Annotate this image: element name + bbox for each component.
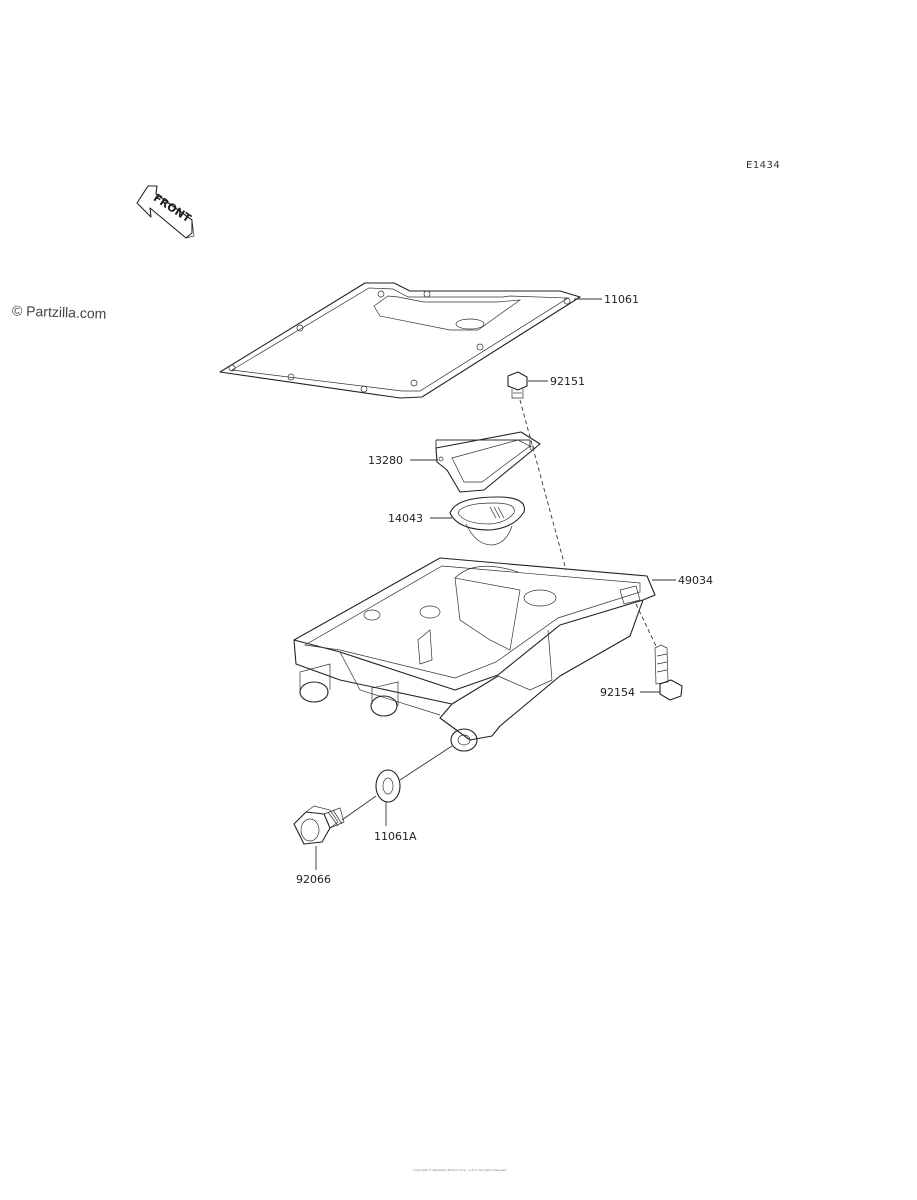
- drain-plug-92066[interactable]: [293, 805, 345, 845]
- diagram-code: E1434: [746, 160, 781, 171]
- bolt-92151[interactable]: [507, 371, 528, 399]
- part-label-92151[interactable]: 92151: [550, 375, 585, 388]
- part-label-11061[interactable]: 11061: [604, 293, 639, 306]
- part-label-13280[interactable]: 13280: [368, 454, 403, 467]
- part-label-14043[interactable]: 14043: [388, 512, 423, 525]
- strainer-14043[interactable]: [449, 496, 525, 546]
- washer-11061a[interactable]: [375, 769, 401, 803]
- leader-lines: [315, 298, 676, 870]
- gasket-11061[interactable]: [219, 282, 581, 399]
- part-label-49034[interactable]: 49034: [678, 574, 713, 587]
- part-labels: 11061 92151 13280 14043 49034 92154 1106…: [296, 293, 713, 886]
- plate-13280[interactable]: [435, 431, 541, 493]
- front-label: FRONT: [151, 191, 194, 225]
- part-label-92066[interactable]: 92066: [296, 873, 331, 886]
- part-label-11061a[interactable]: 11061A: [374, 830, 417, 843]
- part-label-92154[interactable]: 92154: [600, 686, 635, 699]
- copyright-text: Copyright © Kawasaki Motors Corp., U.S.A…: [413, 1168, 507, 1172]
- bolt-92154[interactable]: [654, 644, 683, 701]
- assembly-lines: [341, 399, 657, 821]
- oil-pan-49034[interactable]: [293, 557, 656, 752]
- front-arrow-icon: FRONT: [136, 185, 195, 239]
